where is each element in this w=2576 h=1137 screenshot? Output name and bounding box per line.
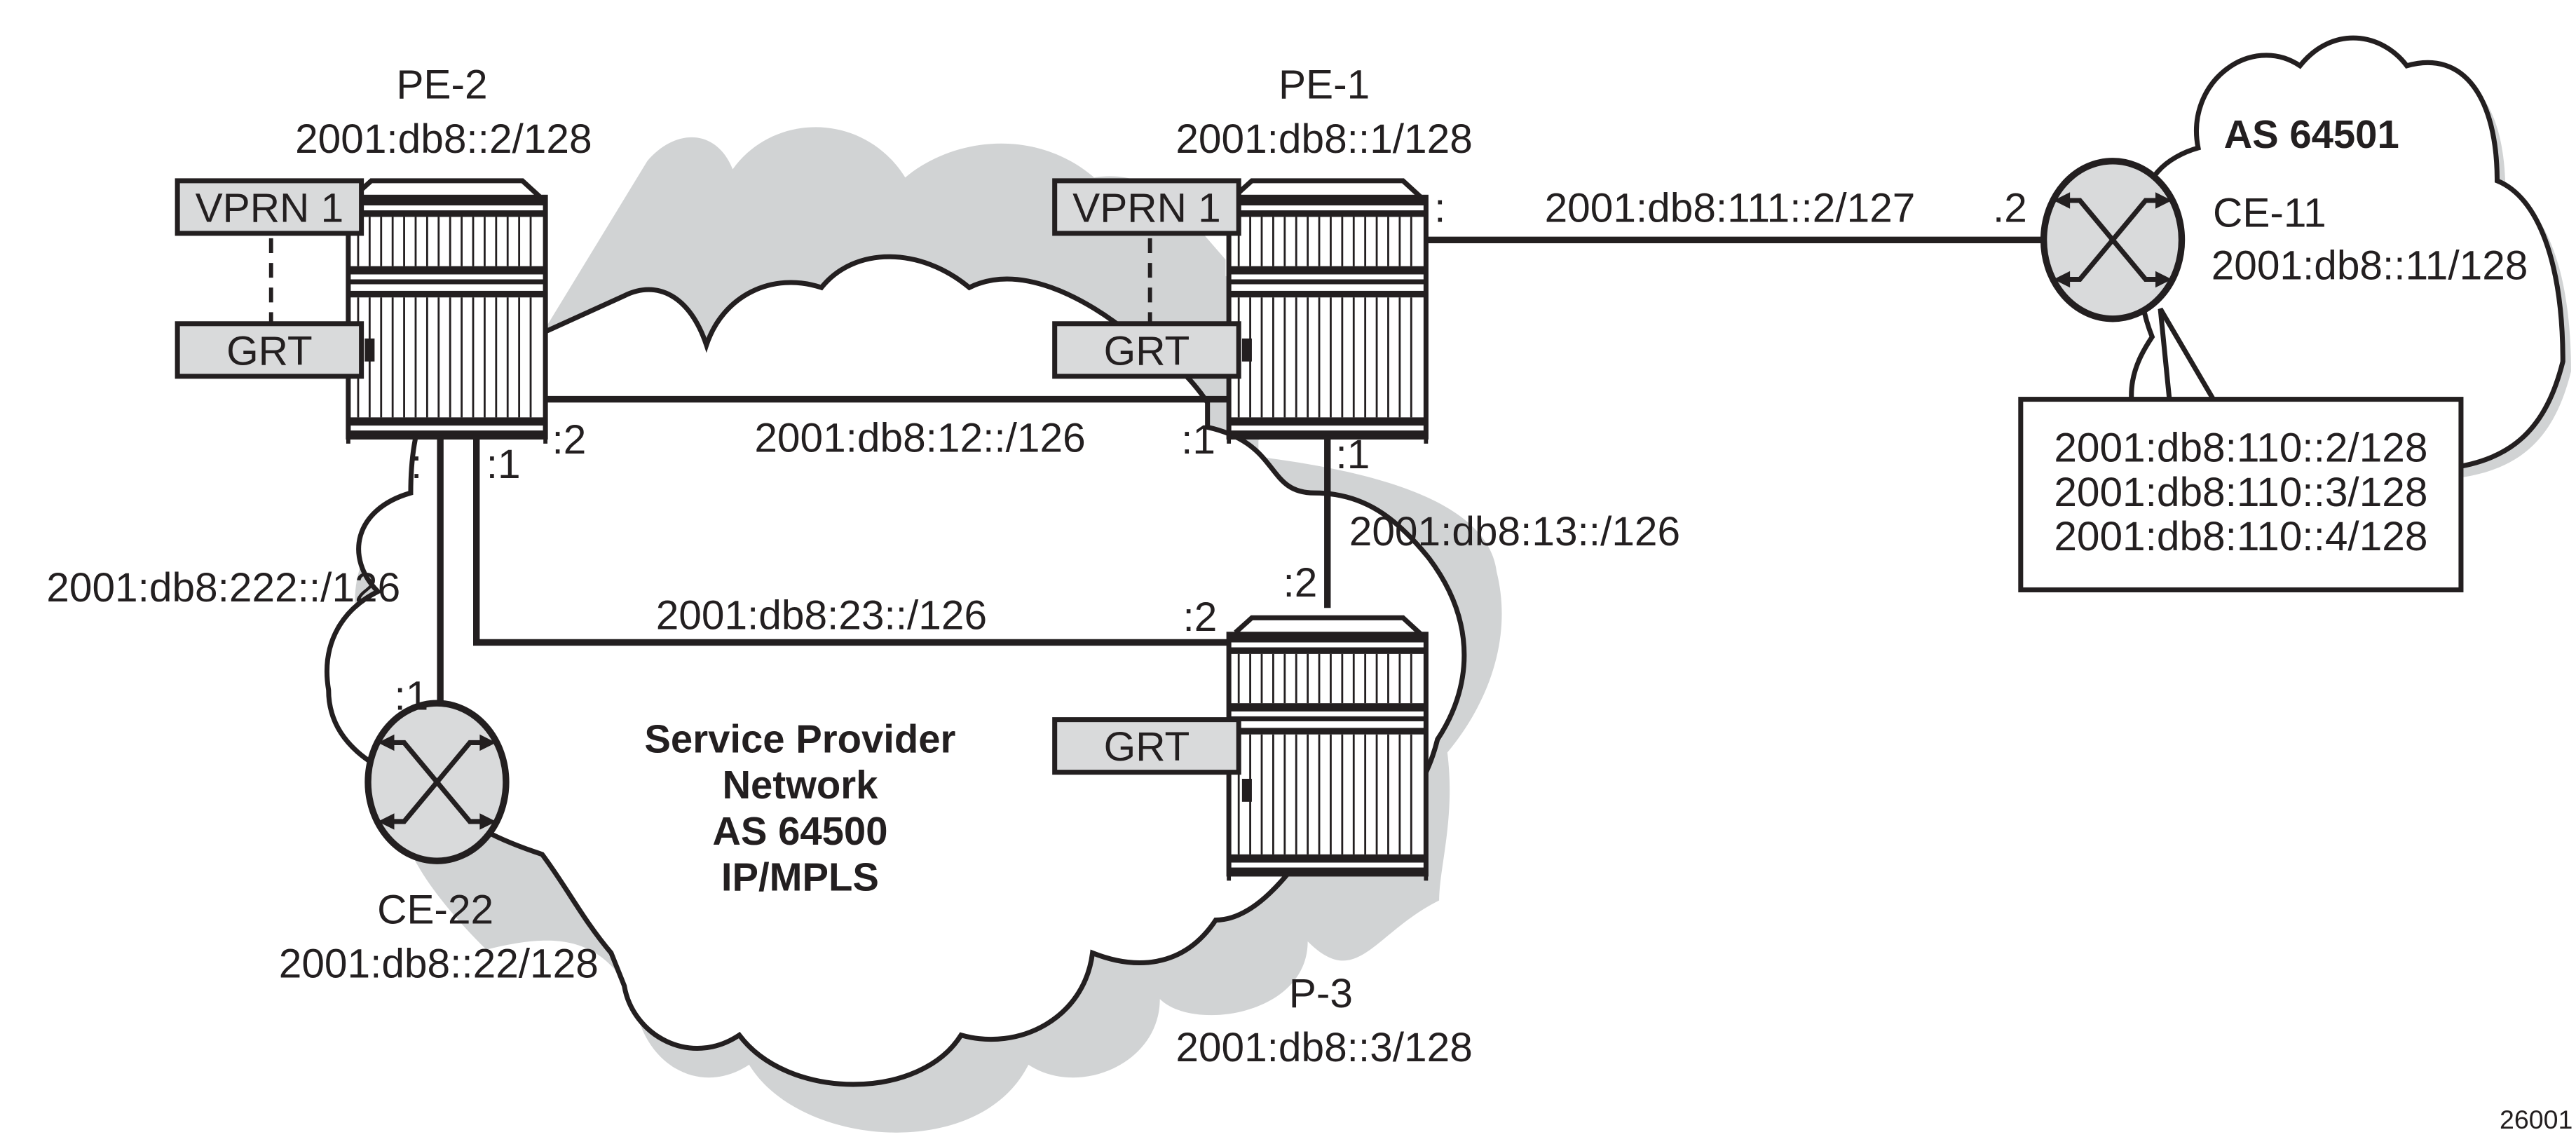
ce22-router-arrow-head (378, 813, 395, 830)
link-pe2-p3-subnet: 2001:db8:23::/126 (656, 593, 987, 639)
pe1-vprn1-box[interactable]: VPRN 1 (1052, 178, 1241, 236)
provider-label-line-1: Service Provider (644, 717, 955, 761)
pe1-grt-box[interactable]: GRT (1052, 321, 1241, 379)
pe1-chassis-band (1229, 430, 1426, 436)
pe1-chassis-band (1229, 417, 1426, 426)
pe1-chassis-band (1229, 197, 1426, 206)
p3-if-to-pe2: :2 (1183, 594, 1218, 640)
ce22-router-arrow-head (479, 813, 496, 830)
ce22-router-arrow-arm (388, 740, 486, 824)
provider-label-line-2: Network (722, 763, 878, 807)
pe1-grt-port (1241, 338, 1252, 362)
link-pe2-p3 (473, 433, 1229, 646)
pe2-vprn1-label: VPRN 1 (196, 185, 344, 231)
pe2-if-to-pe1: :2 (552, 417, 587, 463)
figure-id: 26001 (2500, 1105, 2572, 1134)
p3-chassis-band (1229, 728, 1426, 735)
link-pe2-pe1-subnet: 2001:db8:12::/126 (754, 416, 1085, 461)
pe2-address: 2001:db8::2/128 (295, 116, 592, 162)
pe2-chassis-band (348, 430, 546, 436)
link-pe1-ce11-subnet: 2001:db8:111::2/127 (1545, 185, 1916, 231)
link-pe2-ce22-subnet: 2001:db8:222::/126 (46, 565, 400, 611)
pe2-grt-port (364, 338, 375, 362)
pe1-chassis-band (1229, 279, 1426, 285)
pe1-chassis-band (1229, 290, 1426, 298)
pe2-chassis-band (348, 290, 546, 298)
p3-grt-box[interactable]: GRT (1052, 717, 1241, 775)
pe1-address: 2001:db8::1/128 (1175, 116, 1472, 162)
ce11-router-arrow-head (2155, 192, 2172, 209)
pe2-vprn1-box[interactable]: VPRN 1 (175, 178, 364, 236)
pe1-chassis-band (1229, 266, 1426, 275)
p3-grt-port (1241, 779, 1252, 802)
ce22-router-arrow-head (378, 734, 395, 751)
pe1-grt-label: GRT (1104, 328, 1190, 374)
ce22-if-to-pe2: :1 (395, 674, 429, 719)
ce11-router-arrow-head (2155, 271, 2172, 288)
pe2-chassis-band (348, 279, 546, 285)
p3-address: 2001:db8::3/128 (1175, 1025, 1472, 1070)
provider-cloud-outline (324, 254, 1467, 1087)
p3-chassis-band (1229, 854, 1426, 863)
p3-chassis-band (1229, 634, 1426, 643)
pe2-chassis-band (348, 417, 546, 426)
provider-label-line-3: AS 64500 (712, 809, 887, 853)
ce11-address: 2001:db8::11/128 (2212, 243, 2528, 289)
ce11-if-to-pe1: .2 (1993, 185, 2027, 231)
ce22-address: 2001:db8::22/128 (279, 941, 599, 987)
ce11-router-arrow-head (2053, 271, 2071, 288)
ce11-loopback-callout: 2001:db8:110::2/128 2001:db8:110::3/128 … (2018, 307, 2464, 592)
p3-chassis-band (1229, 647, 1426, 654)
pe2-if-to-ce22: : (411, 442, 422, 487)
p3-chassis-body (1226, 632, 1429, 877)
pe2-chassis-band (348, 197, 546, 206)
ce22-router-arrow-head (479, 734, 496, 751)
pe2-chassis[interactable] (346, 178, 548, 444)
p3-if-to-pe1: :2 (1283, 560, 1317, 606)
provider-label-line-4: IP/MPLS (721, 855, 879, 899)
p3-chassis-band (1229, 867, 1426, 873)
pe2-chassis-body (346, 194, 548, 440)
p3-chassis-top (1234, 615, 1425, 638)
pe1-if-to-p3: :1 (1335, 432, 1370, 477)
pe1-chassis-body (1226, 194, 1429, 440)
pe1-vprn1-label: VPRN 1 (1072, 185, 1221, 231)
p3-chassis-band (1229, 703, 1426, 712)
loopback-1: 2001:db8:110::2/128 (2054, 425, 2427, 471)
pe2-grt-box[interactable]: GRT (175, 321, 364, 379)
ce22-router[interactable] (364, 700, 510, 864)
link-pe1-p3-subnet: 2001:db8:13::/126 (1349, 509, 1680, 554)
pe2-grt-label: GRT (226, 328, 313, 374)
ce22-name: CE-22 (377, 887, 493, 932)
ce11-name: CE-11 (2213, 191, 2326, 236)
pe2-chassis-band (348, 210, 546, 217)
pe1-chassis-top (1234, 178, 1425, 201)
customer-as-label: AS 64501 (2224, 112, 2399, 156)
p3-chassis[interactable] (1226, 615, 1429, 881)
p3-chassis-band (1229, 716, 1426, 721)
ce11-router[interactable] (2040, 158, 2186, 322)
pe1-if-to-pe2: :1 (1181, 417, 1215, 463)
pe2-chassis-band (348, 266, 546, 275)
callout-box (2018, 397, 2464, 592)
loopback-3: 2001:db8:110::4/128 (2054, 514, 2427, 559)
pe1-chassis-band (1229, 210, 1426, 217)
pe2-name: PE-2 (396, 62, 487, 108)
p3-grt-label: GRT (1104, 724, 1190, 770)
p3-name: P-3 (1289, 971, 1353, 1016)
pe2-if-to-p3: :1 (486, 442, 521, 487)
ce11-router-arrow-arm (2063, 198, 2162, 282)
ce11-router-arrow-head (2053, 192, 2071, 209)
pe1-name: PE-1 (1279, 62, 1370, 108)
pe1-if-to-ce11: : (1434, 185, 1445, 231)
loopback-2: 2001:db8:110::3/128 (2054, 470, 2427, 515)
pe1-chassis[interactable] (1226, 178, 1429, 444)
